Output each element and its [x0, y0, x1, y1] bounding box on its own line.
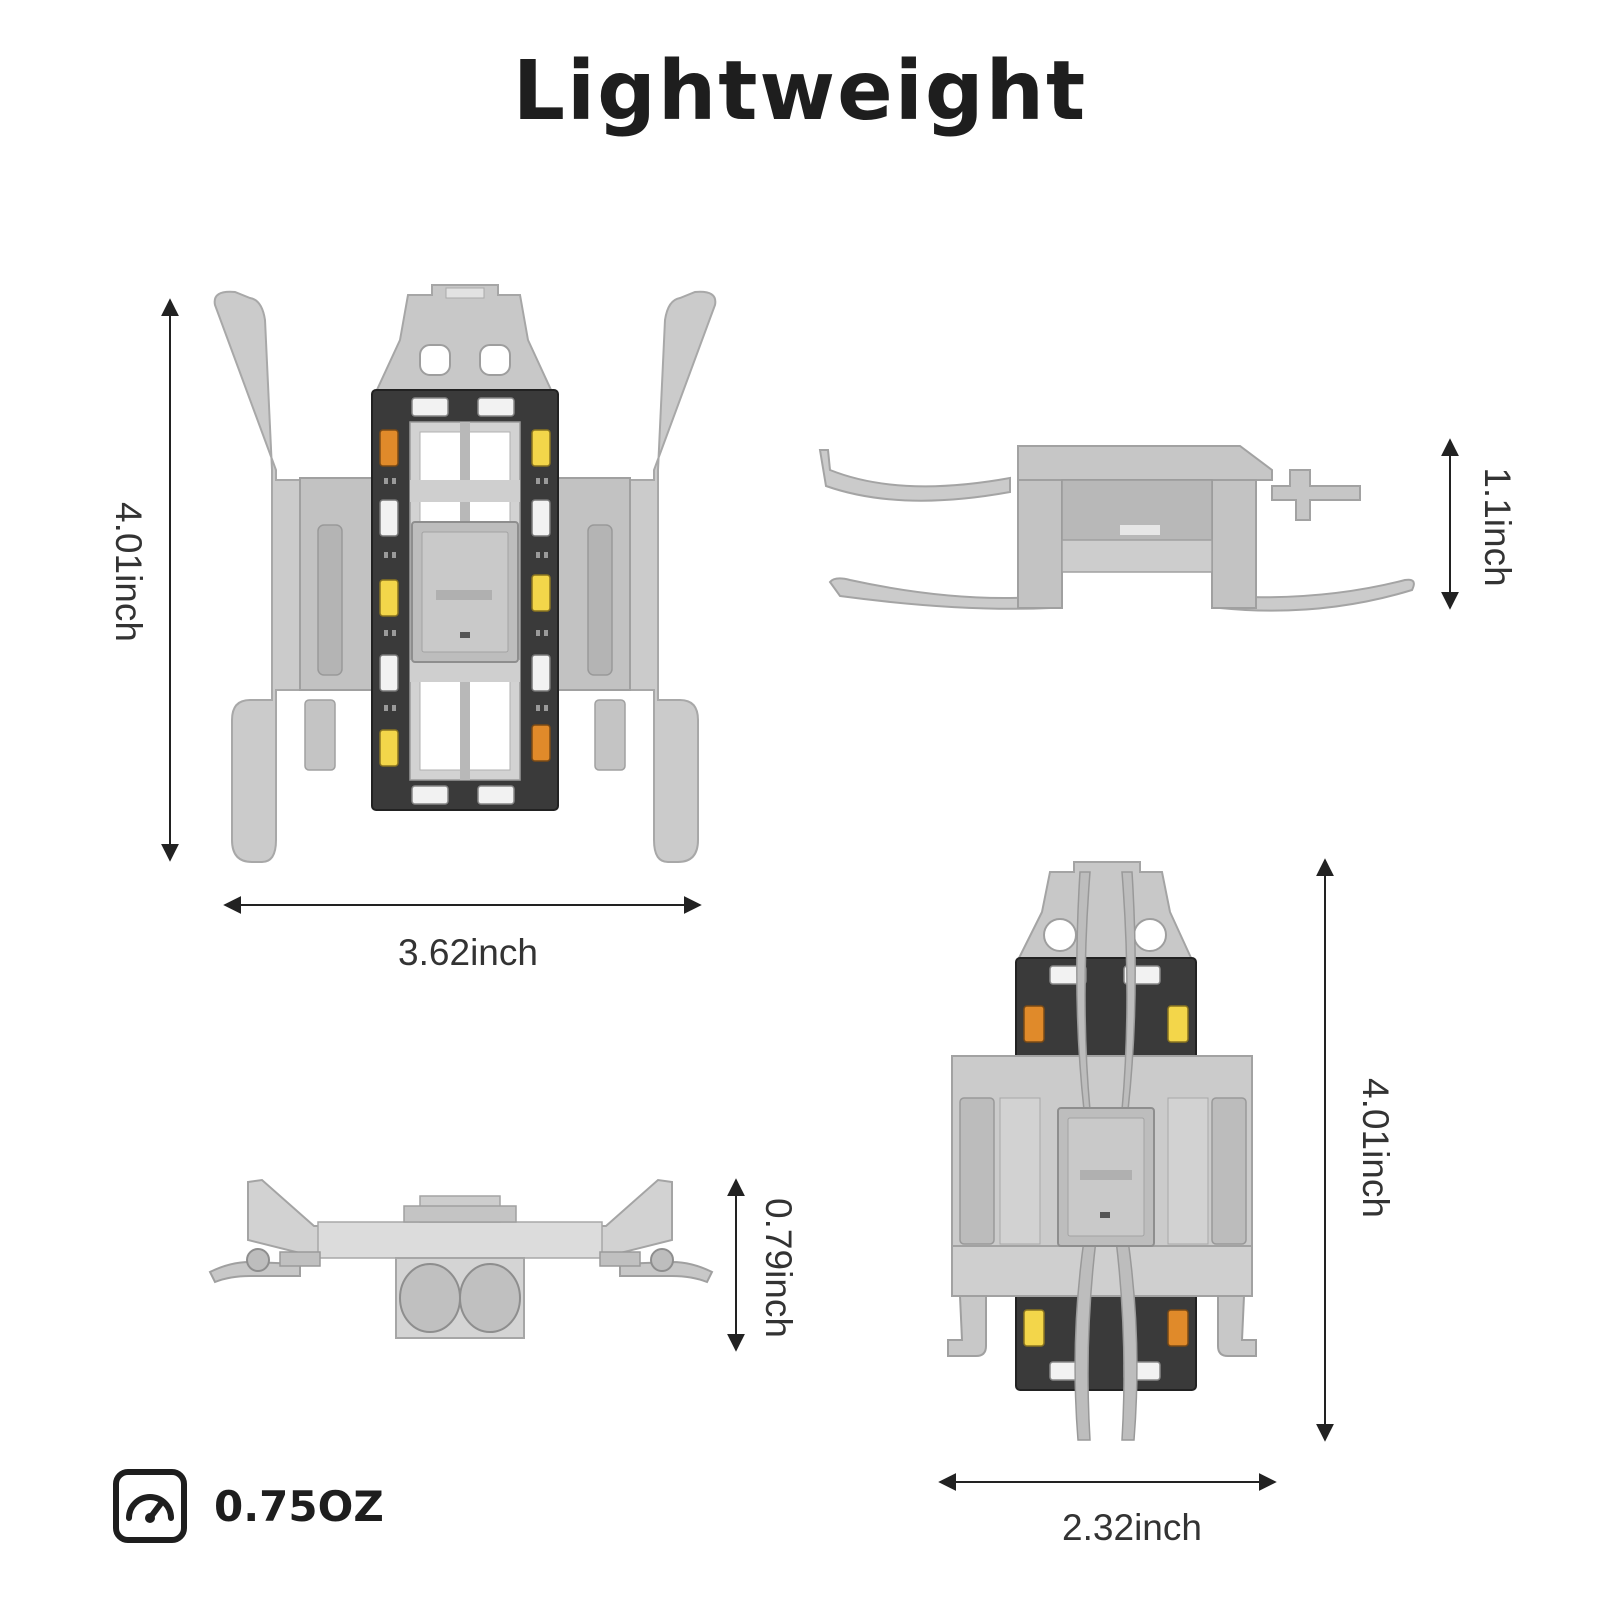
folded-view-width-label: 2.32inch	[1062, 1507, 1202, 1548]
folded-view-drawing	[947, 861, 1257, 1441]
weight-value: 0.75OZ	[214, 1481, 384, 1531]
top-view-height-label: 4.01inch	[108, 502, 149, 642]
weight-row: 0.75OZ	[112, 1468, 384, 1544]
front-view-drawing	[208, 1178, 714, 1339]
top-view-drawing	[213, 284, 717, 863]
side-view-height-label: 1.1inch	[1477, 467, 1518, 587]
side-view-drawing	[818, 445, 1415, 612]
weight-scale-icon	[113, 1469, 187, 1543]
page-title: Lightweight	[512, 44, 1088, 139]
folded-view-height-label: 4.01inch	[1355, 1078, 1396, 1218]
top-view-width-label: 3.62inch	[398, 932, 538, 973]
front-view-height-label: 0.79inch	[758, 1198, 799, 1338]
